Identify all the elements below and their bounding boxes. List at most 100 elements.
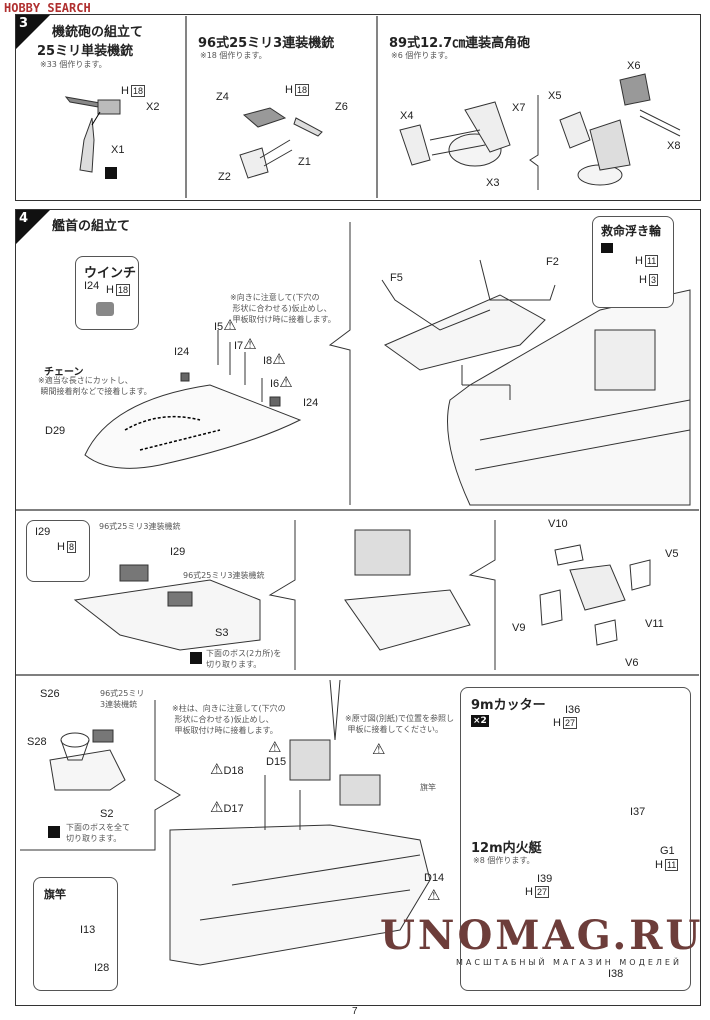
label-f5: F5 — [390, 272, 403, 284]
unomag-tagline: МАСШТАБНЫЙ МАГАЗИН МОДЕЛЕЙ — [456, 958, 682, 967]
label-i28: I28 — [94, 962, 110, 974]
label-s2: S2 — [100, 808, 114, 820]
label-x3: X3 — [486, 177, 500, 189]
chain-title: チェーン — [44, 367, 84, 378]
label-f2: F2 — [546, 256, 559, 268]
label-x5: X5 — [548, 90, 562, 102]
cut-note: 下面のボス(2カ所)を 切り取ります。 — [206, 649, 282, 669]
mg-label: 96式25ミリ3連装機銃 — [183, 571, 265, 580]
single-mg-title: 25ミリ単装機銃 — [37, 44, 134, 59]
label-x8: X8 — [667, 140, 681, 152]
triple-mg-drawing — [239, 107, 323, 179]
label-i38: I38 — [608, 968, 624, 980]
label-v11: V11 — [645, 618, 664, 630]
label-i13: I13 — [80, 924, 96, 936]
bow-deck-drawing — [84, 330, 302, 469]
aa-gun-note: ※6 個作ります。 — [391, 51, 453, 60]
mg-label: 96式25ミリ 3連装機銃 — [100, 689, 145, 709]
quantity-badge: ×2 — [471, 715, 489, 727]
unomag-logo: UNOMAG.RU — [380, 912, 704, 959]
label-i37: I37 — [630, 806, 646, 818]
label-i29: I29 — [170, 546, 186, 558]
warning-icon: ⚠ — [210, 799, 224, 816]
label-x7: X7 — [512, 102, 526, 114]
label-v6: V6 — [625, 657, 639, 669]
flagpole-label: 旗竿 — [420, 783, 436, 792]
label-x6: X6 — [627, 60, 641, 72]
step3-badge: 3 — [16, 15, 50, 49]
warning-icon: ⚠ — [223, 317, 237, 334]
warning-icon: ⚠ — [427, 886, 441, 904]
hobby-search-watermark: HOBBY SEARCH — [4, 1, 91, 15]
label-d14: D14 — [424, 872, 445, 884]
step4-panel — [15, 209, 701, 1006]
cut-tool-icon — [105, 167, 117, 179]
label-d18: ⚠D18 — [210, 761, 244, 778]
winch-title: ウインチ — [84, 266, 137, 281]
aa-gun-drawing — [399, 73, 681, 186]
step4-title: 艦首の組立て — [52, 219, 131, 234]
step3-title: 機銃砲の組立て — [52, 25, 144, 40]
warning-icon: ⚠ — [372, 740, 386, 758]
label-i8: I8⚠ — [263, 351, 286, 368]
forward-hull-drawing — [169, 739, 431, 966]
flagpole-title: 旗竿 — [44, 888, 66, 901]
chain-note: ※適当な長さにカットし、 瞬間接着剤などで接着します。 — [38, 376, 152, 396]
single-mg-drawing — [64, 96, 121, 173]
i29-part: I29 — [35, 526, 51, 538]
label-z4: Z4 — [216, 91, 229, 103]
label-s26: S26 — [40, 688, 60, 700]
label-z6: Z6 — [335, 101, 348, 113]
label-i5: I5⚠ — [214, 317, 237, 334]
label-x4: X4 — [400, 110, 414, 122]
bow-hull-drawing — [381, 259, 691, 506]
paint-icon — [601, 243, 613, 253]
cut-tool-icon — [190, 652, 202, 664]
warning-icon: ⚠ — [210, 761, 224, 778]
label-i24: I24 — [174, 346, 190, 358]
cutter-title: 9mカッター — [471, 698, 546, 713]
warning-icon: ⚠ — [268, 738, 282, 756]
cut-tool-icon — [48, 826, 60, 838]
label-s28: S28 — [27, 736, 47, 748]
label-d29: D29 — [45, 425, 66, 437]
label-s3: S3 — [215, 627, 229, 639]
pillar-note: ※向きに注意して(下穴の 形状に合わせる)仮止めし、 甲板取付け時に接着します。 — [230, 293, 336, 324]
label-i7: I7⚠ — [234, 336, 257, 353]
label-z1: Z1 — [298, 156, 311, 168]
aa-gun-title: 89式12.7㎝連装高角砲 — [389, 36, 531, 51]
label-v5: V5 — [665, 548, 679, 560]
warning-icon: ⚠ — [279, 374, 293, 391]
bridge-deck-drawing — [73, 529, 471, 651]
pillar-note: ※柱は、向きに注意して(下穴の 形状に合わせる)仮止めし、 甲板取付け時に接着し… — [172, 704, 286, 735]
label-z2: Z2 — [218, 171, 231, 183]
label-i24: I24 — [303, 397, 319, 409]
label-v9: V9 — [512, 622, 526, 634]
launch-note: ※8 個作ります。 — [473, 856, 535, 865]
label-x1: X1 — [111, 144, 125, 156]
label-i36: I36 — [565, 704, 581, 716]
page-number: 7 — [352, 1006, 358, 1017]
launch-title: 12m内火艇 — [471, 841, 542, 856]
winch-icon — [96, 302, 114, 316]
label-g1: G1 — [660, 845, 675, 857]
winch-part: I24 — [84, 280, 100, 292]
lifebuoy-title: 救命浮き輪 — [601, 224, 662, 238]
label-x2: X2 — [146, 101, 160, 113]
step4-badge: 4 — [16, 210, 50, 244]
triple-mg-note: ※18 個作ります。 — [200, 51, 267, 60]
template-note: ※原寸図(別紙)で位置を参照し 甲板に接着してください。 — [345, 714, 454, 734]
mg-label: 96式25ミリ3連装機銃 — [99, 522, 181, 531]
flagpole-box: 旗竿 I13 I28 — [33, 877, 118, 991]
